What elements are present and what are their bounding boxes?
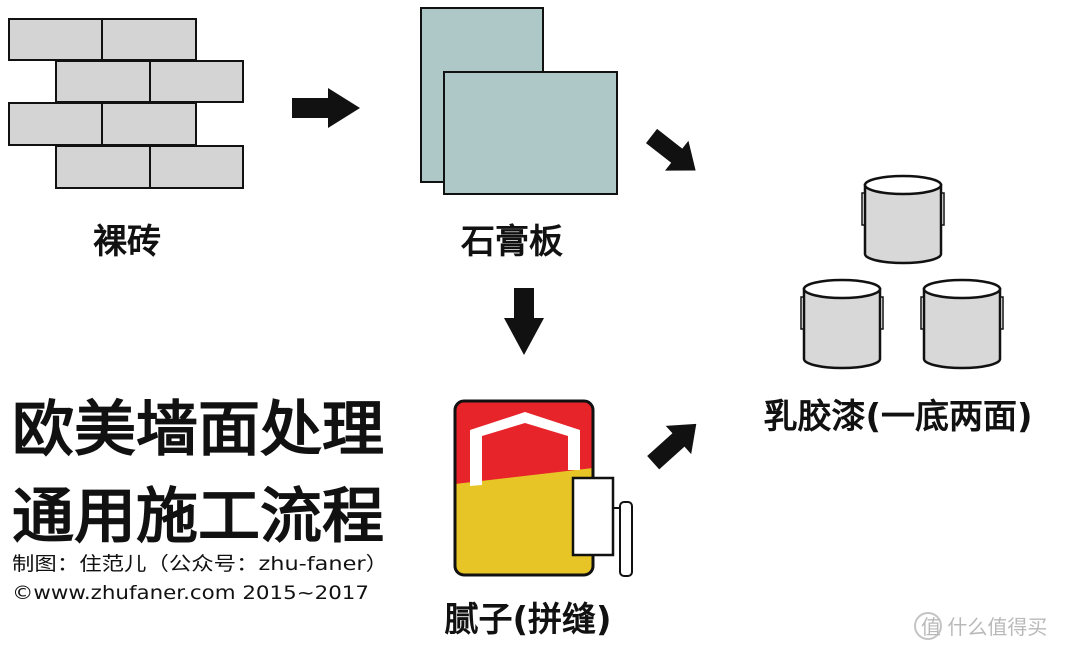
- label-putty: 腻子(拼缝): [444, 600, 611, 640]
- brick-wall-icon: [8, 18, 244, 189]
- arrow-right-icon: [292, 88, 360, 128]
- arrow-diagonal-down-icon: [645, 128, 696, 171]
- credit-line-copyright: ©www.zhufaner.com 2015~2017: [12, 582, 369, 604]
- gypsum-board-icon: [420, 7, 618, 195]
- watermark-logo-icon: [914, 612, 942, 640]
- diagram-title-line1: 欧美墙面处理: [12, 395, 384, 465]
- arrow-down-icon: [504, 288, 544, 355]
- paint-bucket-left: [800, 278, 884, 370]
- putty-bucket-icon: [453, 399, 633, 577]
- label-latex-paint: 乳胶漆(一底两面): [763, 397, 1032, 437]
- paint-bucket-right: [920, 278, 1004, 370]
- credit-line-author: 制图：住范儿（公众号：zhu-faner）: [12, 553, 388, 575]
- paint-buckets-icon: [800, 174, 1004, 370]
- diagram-title-line2: 通用施工流程: [12, 482, 384, 552]
- paint-bucket-top: [861, 174, 945, 265]
- label-bare-brick: 裸砖: [93, 222, 161, 262]
- arrow-diagonal-up-icon: [647, 423, 697, 470]
- label-gypsum-board: 石膏板: [460, 222, 563, 262]
- watermark: 值 什么值得买: [914, 612, 1047, 640]
- watermark-text: 值 什么值得买: [921, 615, 1047, 639]
